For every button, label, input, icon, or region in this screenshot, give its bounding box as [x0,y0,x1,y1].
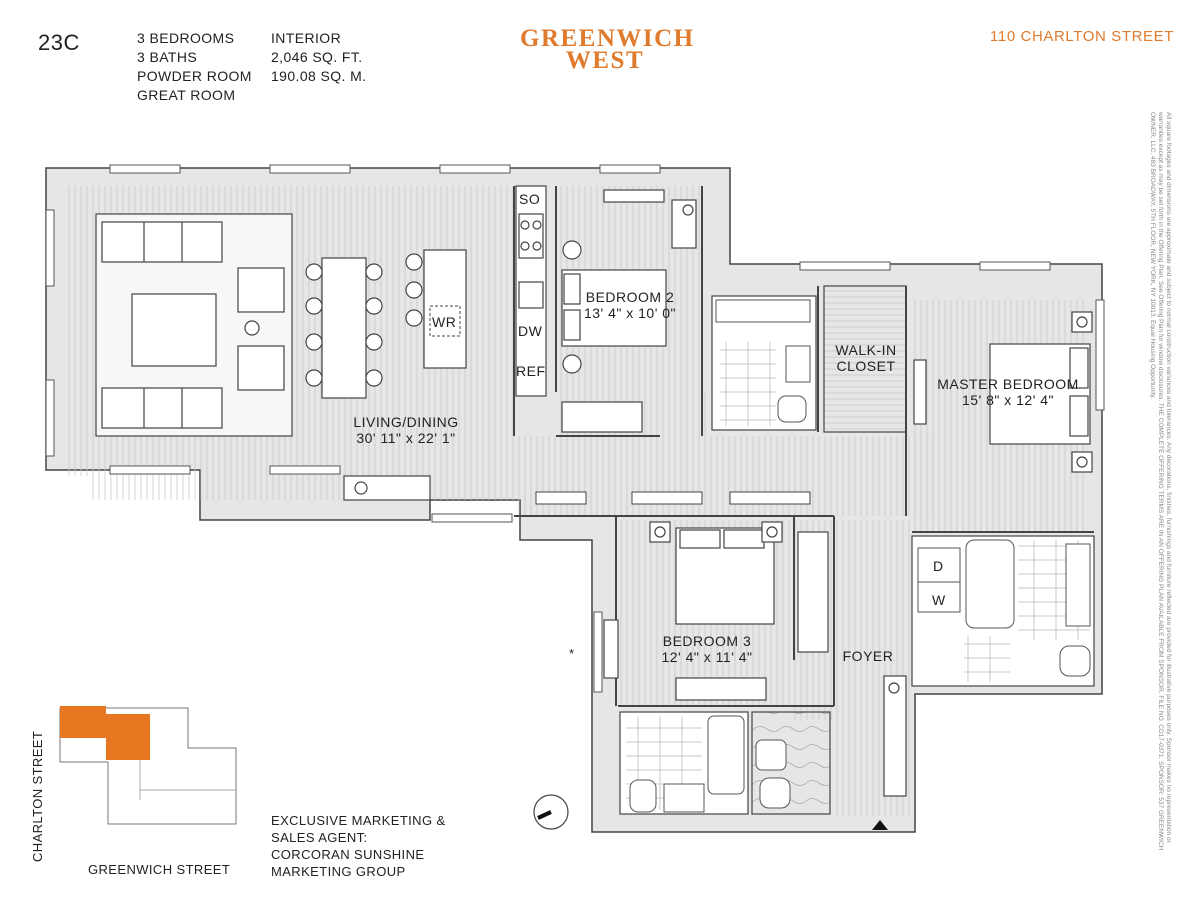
marketing-agent: EXCLUSIVE MARKETING & SALES AGENT: CORCO… [271,812,446,880]
master-bedroom-name: MASTER BEDROOM [937,376,1079,392]
area-sq-ft: 2,046 SQ. FT. [271,49,363,65]
unit-features: 3 BEDROOMS 3 BATHS POWDER ROOM GREAT ROO… [137,29,252,105]
bedroom-3-label: BEDROOM 3 12' 4" x 11' 4" [652,633,762,665]
living-dining-label: LIVING/DINING 30' 11" x 22' 1" [346,414,466,446]
living-dining-name: LIVING/DINING [353,414,459,430]
key-plan [59,706,237,825]
agent-line-1: EXCLUSIVE MARKETING & [271,813,446,828]
brand-logo: GREENWICH WEST [520,25,695,74]
agent-line-4: MARKETING GROUP [271,864,406,879]
walk-in-closet-floor [823,285,907,433]
refrigerator-label: REF [516,363,546,379]
feature-powder-room: POWDER ROOM [137,68,252,84]
entry-arrow-icon [872,820,888,830]
feature-baths: 3 BATHS [137,49,198,65]
master-bedroom-label: MASTER BEDROOM 15' 8" x 12' 4" [928,376,1088,408]
street-label-charlton: CHARLTON STREET [30,730,45,862]
bedroom-2-dims: 13' 4" x 10' 0" [583,305,677,321]
street-label-greenwich: GREENWICH STREET [88,862,231,877]
feature-bedrooms: 3 BEDROOMS [137,30,235,46]
unit-number: 23C [38,30,80,55]
dryer-label: D [933,558,944,574]
bedroom-3-dims: 12' 4" x 11' 4" [661,649,753,665]
unit-area: INTERIOR 2,046 SQ. FT. 190.08 SQ. M. [271,29,366,86]
brand-line-2: WEST [565,47,645,74]
key-plan-highlight [60,706,150,760]
wine-refrigerator-label: WR [432,314,457,330]
area-sq-m: 190.08 SQ. M. [271,68,367,84]
foyer-label: FOYER [842,648,894,664]
walk-in-line-1: WALK-IN [835,342,897,358]
agent-line-2: SALES AGENT: [271,830,368,845]
compass-icon [533,794,569,830]
bedroom-2-label: BEDROOM 2 13' 4" x 10' 0" [580,289,680,321]
asterisk-marker: * [569,646,575,661]
interior-label: INTERIOR [271,30,342,46]
bedroom-3-name: BEDROOM 3 [662,633,752,649]
building-address: 110 CHARLTON STREET [990,28,1174,45]
master-bedroom-dims: 15' 8" x 12' 4" [961,392,1055,408]
walk-in-closet-label: WALK-IN CLOSET [826,342,906,374]
walk-in-line-2: CLOSET [836,358,896,374]
steam-oven-label: SO [519,191,541,207]
brand-line-1: GREENWICH [520,25,695,52]
living-dining-dims: 30' 11" x 22' 1" [356,430,456,446]
agent-line-3: CORCORAN SUNSHINE [271,847,425,862]
feature-great-room: GREAT ROOM [137,87,236,103]
living-furniture [95,213,467,501]
washer-label: W [932,592,946,608]
dishwasher-label: DW [518,323,543,339]
bedroom-2-name: BEDROOM 2 [585,289,675,305]
